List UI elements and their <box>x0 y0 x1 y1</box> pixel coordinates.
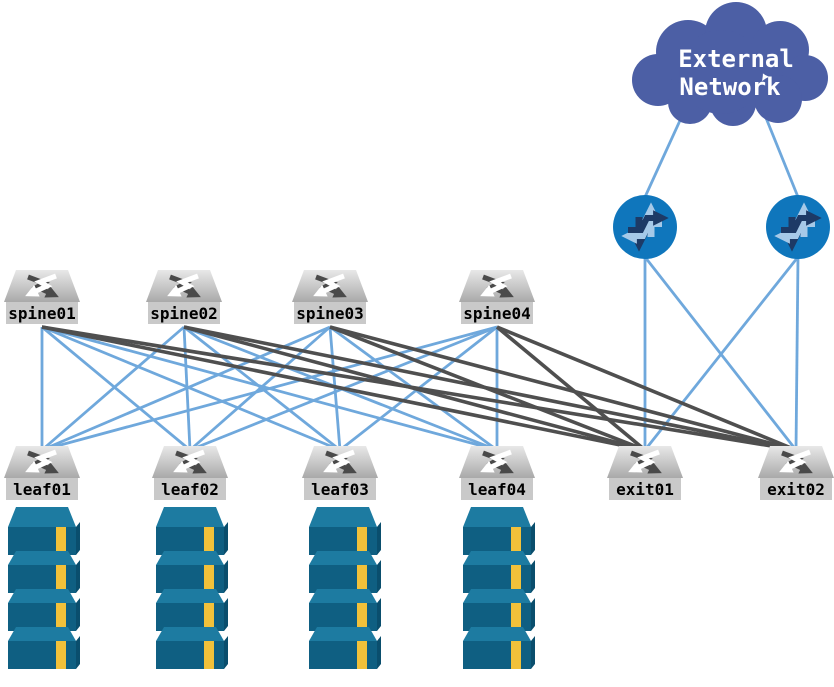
crossed-arrows-icon <box>628 449 660 473</box>
leaf02-switch-icon: leaf02 <box>152 446 228 500</box>
link-spine01-leaf03 <box>41 325 341 452</box>
link-spine01-exit01 <box>41 325 646 452</box>
spine03-switch-icon: spine03 <box>292 270 368 324</box>
leaf03-switch-icon: leaf03 <box>302 446 378 500</box>
exit01-switch-icon: exit01 <box>607 446 683 500</box>
link-spine04-exit02 <box>496 325 797 452</box>
spine01-label: spine01 <box>8 304 75 323</box>
link-spine03-exit01 <box>329 325 646 452</box>
leaf04-label: leaf04 <box>468 480 526 499</box>
crossed-arrows-icon <box>173 449 205 473</box>
spine02-switch-icon: spine02 <box>146 270 222 324</box>
exit02-label: exit02 <box>767 480 825 499</box>
link-exit02-router01 <box>643 256 798 451</box>
link-spine04-leaf01 <box>41 325 498 452</box>
spine03-label: spine03 <box>296 304 363 323</box>
crossed-arrows-icon <box>25 449 57 473</box>
router02-router-icon <box>766 195 830 259</box>
server-stack-4-icon <box>463 507 535 669</box>
leaf01-label: leaf01 <box>13 480 71 499</box>
switches-layer: spine01 spine02 spine03 spine04 leaf01 leaf02… <box>4 270 834 500</box>
crossed-arrows-icon <box>779 449 811 473</box>
link-spine03-exit02 <box>329 325 797 452</box>
server-stack-3-icon <box>309 507 381 669</box>
leaf01-switch-icon: leaf01 <box>4 446 80 500</box>
cloud-label-line1: External <box>678 45 794 73</box>
crossed-arrows-icon <box>167 273 199 297</box>
link-spine02-exit01 <box>183 325 646 452</box>
link-router02-cloud <box>760 107 800 198</box>
router01-router-icon <box>613 195 677 259</box>
exit01-label: exit01 <box>616 480 674 499</box>
crossed-arrows-icon <box>480 273 512 297</box>
link-exit02-router02 <box>794 256 800 451</box>
spine02-label: spine02 <box>150 304 217 323</box>
crossed-arrows-icon <box>323 449 355 473</box>
crossed-arrows-icon <box>25 273 57 297</box>
link-spine03-leaf02 <box>189 325 331 452</box>
spine01-switch-icon: spine01 <box>4 270 80 324</box>
leaf02-label: leaf02 <box>161 480 219 499</box>
spine04-switch-icon: spine04 <box>459 270 535 324</box>
spine04-label: spine04 <box>463 304 530 323</box>
cloud-label-line2: Network <box>679 73 781 101</box>
exit02-switch-icon: exit02 <box>758 446 834 500</box>
link-spine04-exit01 <box>495 325 647 452</box>
server-stack-2-icon <box>156 507 228 669</box>
links-layer <box>40 102 800 452</box>
server-stack-1-icon <box>8 507 80 669</box>
leaf04-switch-icon: leaf04 <box>459 446 535 500</box>
crossed-arrows-icon <box>313 273 345 297</box>
link-spine01-leaf02 <box>41 325 191 452</box>
crossed-arrows-icon <box>480 449 512 473</box>
leaf03-label: leaf03 <box>311 480 369 499</box>
